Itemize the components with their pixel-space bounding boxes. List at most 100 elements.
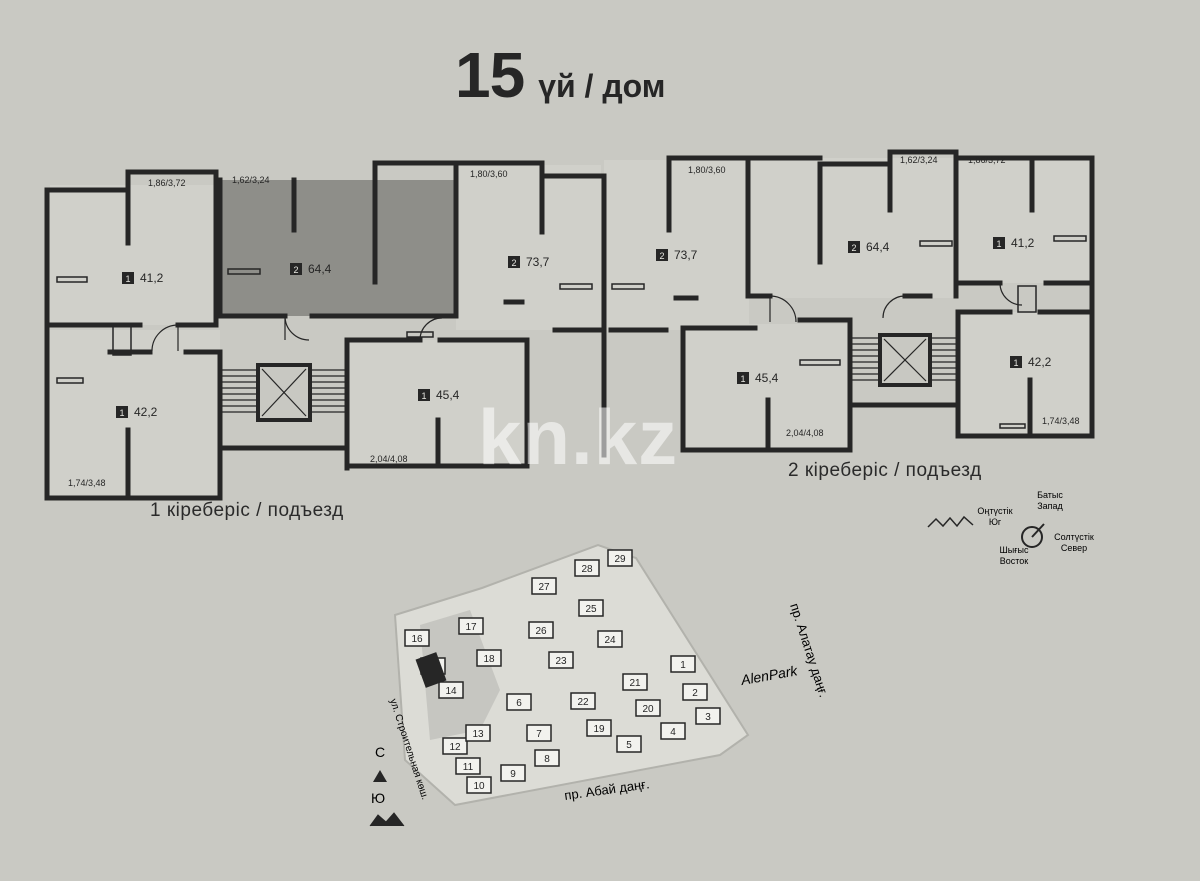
building-number: 15 — [455, 39, 525, 111]
room-count: 1 — [996, 239, 1001, 249]
site-building — [534, 749, 560, 767]
mountains-icon — [927, 515, 974, 528]
room-count: 1 — [421, 391, 426, 401]
apartment-area: 64,4 — [308, 262, 332, 276]
room-count: 1 — [740, 374, 745, 384]
site-building-number: 8 — [544, 754, 550, 765]
site-building — [528, 621, 554, 639]
site-building-number: 11 — [463, 762, 474, 773]
site-building-number: 14 — [445, 686, 457, 697]
room-size: 2,04/4,08 — [370, 454, 408, 464]
apartment-area: 41,2 — [140, 271, 164, 285]
room-count-badge — [1010, 356, 1022, 368]
site-building — [438, 681, 464, 699]
site-building — [531, 577, 557, 595]
site-building — [660, 722, 686, 740]
site-building-number: 19 — [593, 724, 605, 735]
room-count: 1 — [1013, 358, 1018, 368]
apartment-area: 73,7 — [674, 248, 698, 262]
site-building — [695, 707, 721, 725]
site-building — [597, 630, 623, 648]
room-count: 1 — [119, 408, 124, 418]
room-count-badge — [737, 372, 749, 384]
brand-logo-text: AlenPark — [739, 662, 800, 688]
page-title: 15 үй / дом — [455, 38, 665, 112]
apartment-highlight — [220, 180, 456, 316]
room-count: 2 — [659, 251, 664, 261]
room-count-badge — [656, 249, 668, 261]
room-size: 1,86/3,72 — [148, 178, 186, 188]
site-building-number: 24 — [604, 635, 616, 646]
site-building-number: 22 — [577, 697, 589, 708]
room-count-badge — [116, 406, 128, 418]
site-building-number: 21 — [629, 678, 641, 689]
site-building-number: 2 — [692, 688, 698, 699]
site-building-number: 12 — [449, 742, 461, 753]
site-building-number: 4 — [670, 727, 676, 738]
site-building-number: 17 — [465, 622, 477, 633]
site-building — [607, 549, 633, 567]
site-building-number: 9 — [510, 769, 516, 780]
windows — [56, 235, 1087, 429]
building-label: үй / дом — [538, 68, 666, 104]
site-building — [548, 651, 574, 669]
site-building — [670, 655, 696, 673]
apartment-area: 42,2 — [134, 405, 158, 419]
site-building — [476, 649, 502, 667]
site-building-number: 26 — [535, 626, 547, 637]
room-count-badge — [290, 263, 302, 275]
site-buildings: 1234567891011121314151617181920212223242… — [404, 549, 721, 794]
site-building — [455, 757, 481, 775]
site-building-number: 29 — [614, 554, 626, 565]
site-building — [682, 683, 708, 701]
room-count-badge — [122, 272, 134, 284]
site-building — [570, 692, 596, 710]
entrance-2-label: 2 кіреберіс / подъезд — [788, 460, 982, 481]
compass-dial-icon — [1021, 526, 1043, 548]
room-size: 1,80/3,60 — [470, 169, 508, 179]
site-building — [442, 737, 468, 755]
north-mark: С — [375, 744, 385, 760]
site-building-number: 1 — [680, 660, 686, 671]
mountains-small-icon — [369, 812, 405, 827]
south-mark: Ю — [371, 790, 385, 806]
stairwell-left — [222, 363, 345, 422]
site-building-number: 6 — [516, 698, 522, 709]
room-count: 2 — [293, 265, 298, 275]
room-size: 1,86/3,72 — [968, 155, 1006, 165]
site-building-number: 5 — [626, 740, 632, 751]
site-building-number: 27 — [538, 582, 550, 593]
watermark: kn.kz — [478, 393, 679, 481]
site-building — [458, 617, 484, 635]
site-building-number: 28 — [581, 564, 593, 575]
apartment-area: 41,2 — [1011, 236, 1035, 250]
entrance-1-label: 1 кіреберіс / подъезд — [150, 500, 344, 521]
room-count: 2 — [851, 243, 856, 253]
site-building — [622, 673, 648, 691]
site-building — [500, 764, 526, 782]
site-building-number: 3 — [705, 712, 711, 723]
site-building-number: 25 — [585, 604, 597, 615]
doors — [151, 282, 1023, 352]
site-building-number: 10 — [473, 781, 485, 792]
stairwell-right — [852, 333, 956, 387]
site-building — [574, 559, 600, 577]
site-building — [404, 629, 430, 647]
site-building — [586, 719, 612, 737]
site-building-number: 13 — [472, 729, 484, 740]
room-count: 2 — [511, 258, 516, 268]
site-building — [506, 693, 532, 711]
room-count-badge — [993, 237, 1005, 249]
room-size: 2,04/4,08 — [786, 428, 824, 438]
site-building — [635, 699, 661, 717]
room-count-badge — [508, 256, 520, 268]
apartment-area: 73,7 — [526, 255, 550, 269]
apartment-area: 42,2 — [1028, 355, 1052, 369]
site-building-number: 18 — [483, 654, 495, 665]
site-building — [465, 724, 491, 742]
